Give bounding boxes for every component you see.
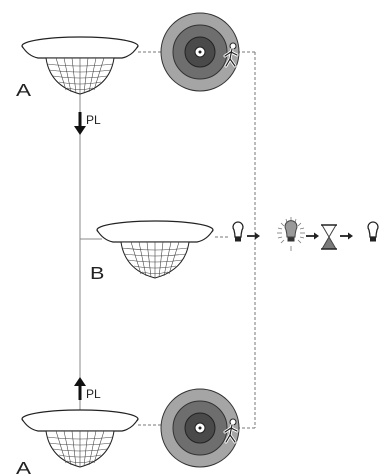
dial-bottom bbox=[160, 388, 240, 468]
master-detector-top bbox=[21, 36, 139, 95]
ceiling-motion-detector-icon bbox=[21, 36, 139, 95]
label-master-top: A bbox=[16, 81, 31, 100]
hourglass-icon bbox=[321, 224, 337, 250]
light-bulb-off-icon bbox=[367, 221, 379, 243]
wiring-lines bbox=[79, 51, 256, 429]
ceiling-motion-detector-icon bbox=[96, 220, 214, 279]
pl-arrow-up: PL bbox=[74, 377, 101, 401]
right-arrow-icon bbox=[246, 231, 261, 241]
pl-label-down: PL bbox=[86, 113, 101, 127]
right-arrow-icon bbox=[305, 231, 320, 241]
right-arrow-icon bbox=[339, 231, 354, 241]
detection-zone-dial-icon bbox=[160, 388, 240, 468]
label-master-bottom: A bbox=[16, 459, 31, 476]
ceiling-motion-detector-icon bbox=[21, 409, 139, 468]
light-sequence bbox=[232, 217, 379, 251]
pl-label-up: PL bbox=[86, 387, 101, 401]
up-arrow-icon bbox=[74, 377, 86, 386]
slave-detector bbox=[96, 220, 214, 279]
light-bulb-off-icon bbox=[232, 221, 244, 243]
light-bulb-on-icon bbox=[277, 217, 305, 251]
master-detector-bottom bbox=[21, 409, 139, 468]
pl-arrow-down: PL bbox=[74, 112, 101, 135]
detection-zone-dial-icon bbox=[160, 12, 240, 92]
down-arrow-icon bbox=[74, 126, 86, 135]
label-slave: B bbox=[90, 264, 104, 284]
dial-top bbox=[160, 12, 240, 92]
